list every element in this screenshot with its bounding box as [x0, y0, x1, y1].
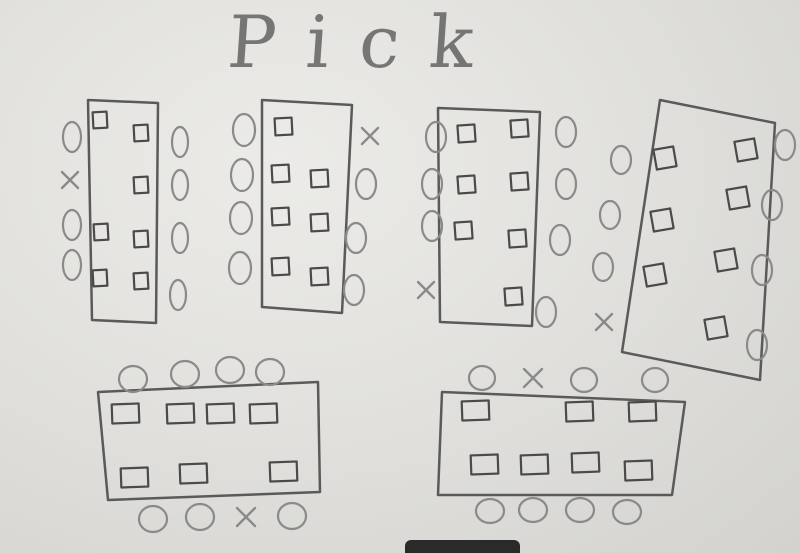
layout-1-circle: [61, 208, 83, 242]
layout-2-cross-mark: [360, 126, 380, 146]
layout-1-circle: [61, 248, 83, 282]
layout-5-circle: [117, 364, 149, 394]
layout-6-seat: [627, 400, 658, 423]
layout-1-seat: [132, 123, 150, 143]
layout-5-circle: [214, 355, 246, 385]
layout-2-seat: [270, 206, 291, 227]
layout-3-circle: [420, 209, 444, 243]
layout-5-seat: [165, 402, 196, 425]
layout-4-circle: [773, 128, 797, 162]
layout-4-seat: [725, 185, 751, 211]
layout-1-seat: [91, 268, 109, 288]
layout-3-circle: [548, 223, 572, 257]
layout-6-seat: [469, 453, 500, 476]
layout-2-circle: [229, 157, 255, 193]
layout-6-seat: [570, 451, 601, 474]
layout-1-circle: [61, 120, 83, 154]
layout-5-circle: [276, 501, 308, 531]
layout-3-seat: [507, 228, 528, 249]
layout-2-seat: [309, 212, 330, 233]
layout-2-circle: [342, 273, 366, 307]
layout-6-seat: [623, 459, 654, 482]
layout-5-circle: [184, 502, 216, 532]
layout-3-table: [436, 106, 542, 328]
layout-4-circle: [745, 328, 769, 362]
layout-6-circle: [611, 498, 643, 526]
layout-4-seat: [649, 207, 675, 233]
layout-4-table: [620, 98, 777, 382]
layout-1-seat: [92, 222, 110, 242]
layout-4-circle: [750, 253, 774, 287]
layout-1-seat: [132, 271, 150, 291]
layout-4-circle: [609, 144, 633, 176]
layout-4-seat: [642, 262, 668, 288]
layout-6-circle: [569, 366, 599, 394]
layout-6-circle: [517, 496, 549, 524]
layout-1-seat: [132, 229, 150, 249]
layout-5-circle: [137, 504, 169, 534]
layout-1-circle: [170, 168, 190, 202]
layout-2-circle: [227, 250, 253, 286]
layout-4-seat: [713, 247, 739, 273]
layout-6-seat: [460, 399, 491, 422]
layout-1-circle: [170, 221, 190, 255]
layout-3-circle: [534, 295, 558, 329]
layout-1-seat: [91, 110, 109, 130]
layout-4-cross-mark: [594, 312, 614, 332]
layout-2-seat: [309, 266, 330, 287]
layout-5-circle: [169, 359, 201, 389]
layout-2-seat: [273, 116, 294, 137]
layout-6-circle: [640, 366, 670, 394]
layout-1-circle: [170, 125, 190, 159]
layout-2-circle: [231, 112, 257, 148]
bottom-edge-object: [405, 540, 520, 553]
layout-3-circle: [554, 115, 578, 149]
layout-6-seat: [564, 400, 595, 423]
layout-5-cross-mark: [235, 506, 257, 528]
layout-6-cross-mark: [522, 367, 544, 389]
layout-3-circle: [554, 167, 578, 201]
layout-5-seat: [268, 460, 299, 483]
layout-1-circle: [168, 278, 188, 312]
layout-1-cross-mark: [60, 170, 80, 190]
layout-3-seat: [456, 123, 477, 144]
layout-2-circle: [354, 167, 378, 201]
layout-5-seat: [248, 402, 279, 425]
layout-2-seat: [270, 163, 291, 184]
layout-6-circle: [564, 496, 596, 524]
layout-4-seat: [652, 145, 678, 171]
layout-6-circle: [467, 364, 497, 392]
layout-5-table: [96, 380, 322, 502]
layout-3-cross-mark: [416, 280, 436, 300]
layout-5-seat: [119, 466, 150, 489]
layout-4-circle: [760, 188, 784, 222]
layout-5-circle: [254, 357, 286, 387]
layout-5-seat: [110, 402, 141, 425]
layout-2-circle: [344, 221, 368, 255]
layout-2-seat: [309, 168, 330, 189]
layout-1-table: [86, 98, 160, 325]
layout-4-seat: [703, 315, 729, 341]
layout-6-table: [436, 390, 687, 497]
layout-3-seat: [456, 174, 477, 195]
layout-4-circle: [591, 251, 615, 283]
layout-1-seat: [132, 175, 150, 195]
layout-5-seat: [178, 462, 209, 485]
layout-3-seat: [509, 171, 530, 192]
layout-3-seat: [503, 286, 524, 307]
layout-6-seat: [519, 453, 550, 476]
layout-5-seat: [205, 402, 236, 425]
layout-4-circle: [598, 199, 622, 231]
layout-2-table: [260, 98, 354, 315]
layout-3-circle: [420, 167, 444, 201]
layout-4-seat: [733, 137, 759, 163]
layout-6-circle: [474, 497, 506, 525]
layout-3-seat: [453, 220, 474, 241]
layout-2-circle: [228, 200, 254, 236]
layout-3-circle: [424, 120, 448, 154]
layout-2-seat: [270, 256, 291, 277]
layout-3-seat: [509, 118, 530, 139]
